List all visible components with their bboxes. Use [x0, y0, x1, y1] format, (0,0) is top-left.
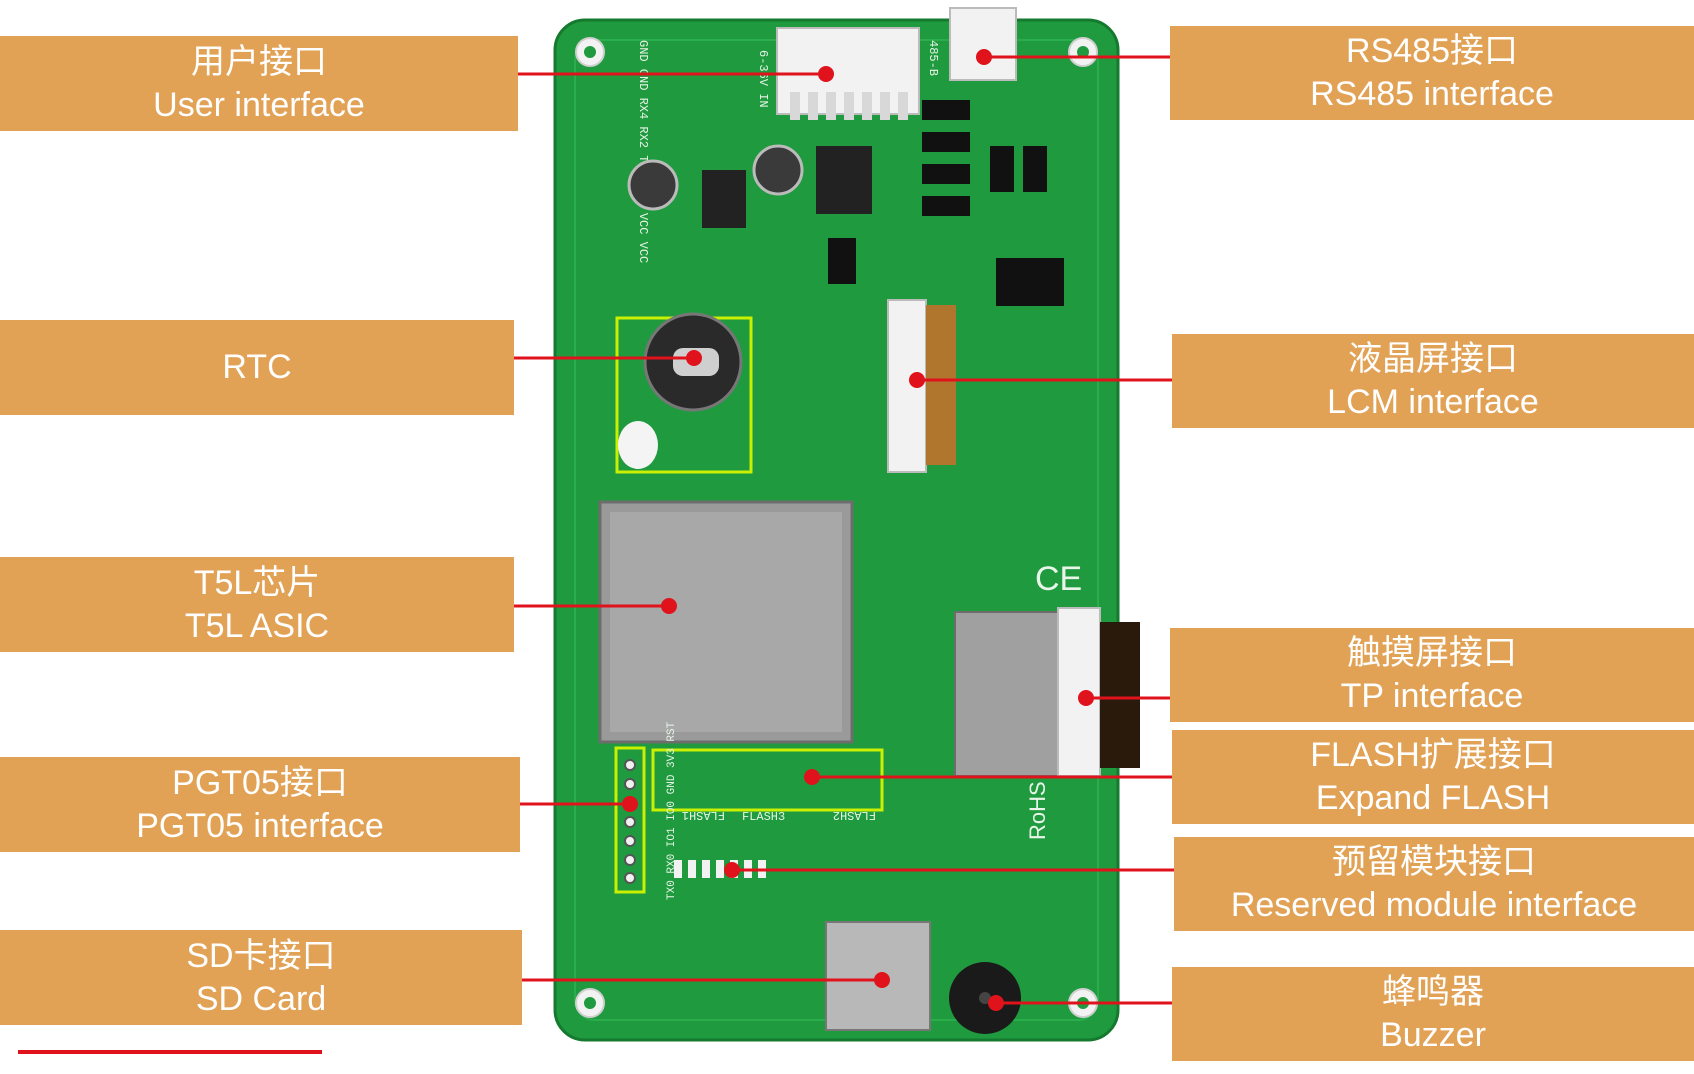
label-en: Expand FLASH — [1315, 779, 1551, 817]
label-buzzer: 蜂鸣器 Buzzer — [1172, 967, 1694, 1061]
label-en: RTC — [222, 348, 292, 386]
label-zh: 液晶屏接口 — [1348, 340, 1518, 378]
label-en: SD Card — [195, 979, 327, 1018]
label-zh: 触摸屏接口 — [1347, 634, 1517, 672]
label-zh: PGT05接口 — [172, 763, 348, 802]
leader-lines — [514, 49, 1174, 1011]
label-en: User interface — [153, 85, 365, 124]
label-sd-card: SD卡接口 SD Card — [0, 930, 522, 1025]
pgt05-highlight — [614, 746, 646, 894]
label-t5l: T5L芯片 T5L ASIC — [0, 557, 514, 652]
label-rtc: RTC — [0, 320, 514, 415]
label-pgt05: PGT05接口 PGT05 interface — [0, 757, 520, 852]
label-user-interface: 用户接口 User interface — [0, 36, 518, 131]
label-rs485: RS485接口 RS485 interface — [1170, 26, 1694, 120]
label-zh: SD卡接口 — [186, 936, 336, 975]
voltage-silkscreen: 6-36V IN — [756, 50, 770, 108]
reserved-pins-silkscreen: TX0 RX0 IO1 IO0 GND 3V3 RST — [666, 721, 678, 900]
label-en: LCM interface — [1327, 383, 1539, 421]
label-lcm: 液晶屏接口 LCM interface — [1172, 334, 1694, 428]
label-en: T5L ASIC — [184, 606, 330, 645]
label-en: PGT05 interface — [136, 806, 384, 845]
tp-shield — [954, 611, 1060, 777]
label-en: Buzzer — [1380, 1016, 1486, 1054]
tp-connector — [1057, 607, 1101, 777]
label-zh: FLASH扩展接口 — [1310, 736, 1556, 774]
label-en: TP interface — [1340, 677, 1524, 715]
label-tp: 触摸屏接口 TP interface — [1170, 628, 1694, 722]
label-en: Reserved module interface — [1230, 886, 1638, 924]
label-zh: RS485接口 — [1346, 32, 1518, 70]
rs485-connector — [949, 7, 1017, 81]
flash2-silkscreen: FLASH2 — [833, 808, 876, 822]
label-reserved-module: 预留模块接口 Reserved module interface — [1174, 837, 1694, 931]
rs485-silkscreen: 485-B — [926, 40, 940, 76]
label-zh: 蜂鸣器 — [1382, 973, 1484, 1011]
ce-mark: CE — [1035, 560, 1082, 598]
tp-cable — [1100, 622, 1140, 768]
rohs-mark: RoHS — [1025, 781, 1050, 840]
flash-highlight — [651, 748, 884, 812]
flash3-silkscreen: FLASH3 — [742, 810, 785, 824]
label-en: RS485 interface — [1310, 75, 1554, 113]
flash1-silkscreen: FLASH1 — [682, 808, 725, 822]
label-zh: 用户接口 — [191, 42, 327, 81]
label-zh: 预留模块接口 — [1332, 843, 1536, 881]
label-flash: FLASH扩展接口 Expand FLASH — [1172, 730, 1694, 824]
label-zh: T5L芯片 — [193, 563, 321, 602]
capacitors — [627, 144, 804, 211]
